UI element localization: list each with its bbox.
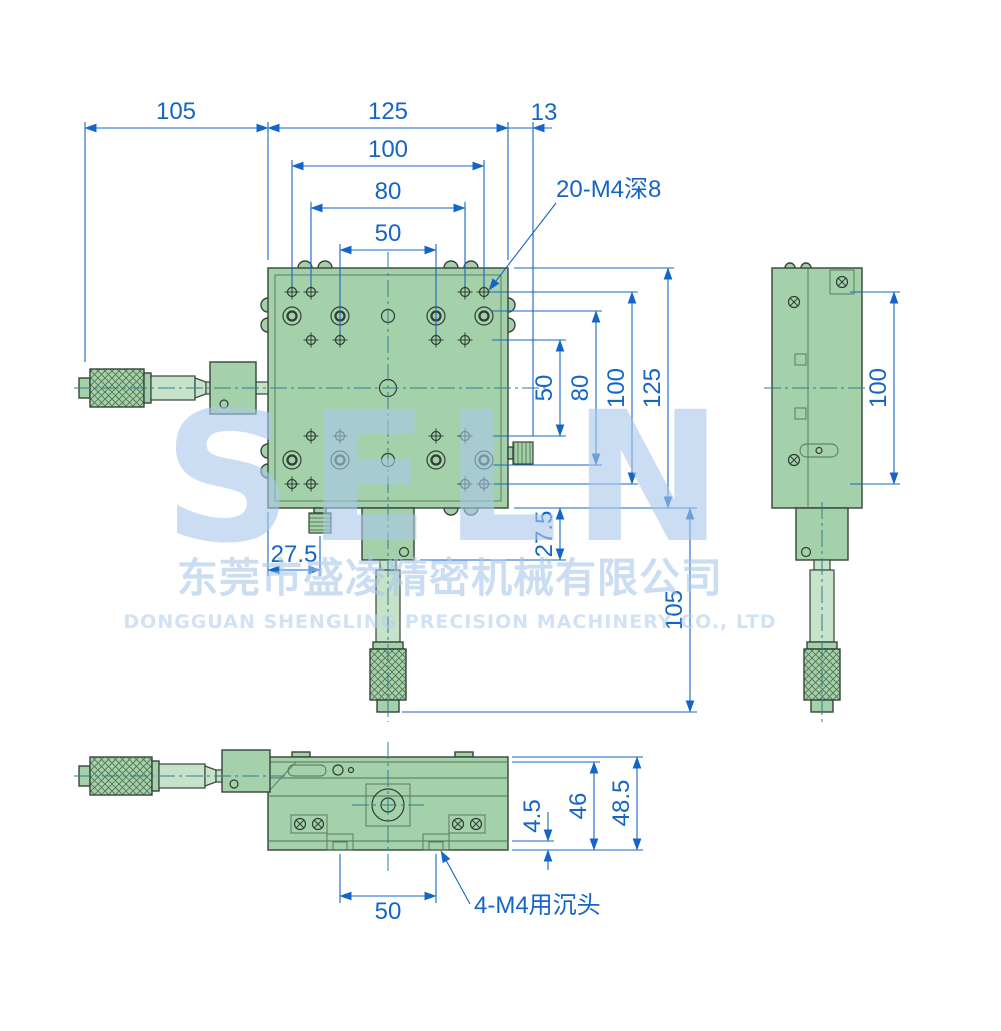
countersink-pockets (326, 833, 450, 851)
dim-13-top: 13 (531, 99, 558, 126)
front-view: 4.5 46 48.5 50 4-M4用沉头 (74, 742, 643, 925)
dim-100-side: 100 (865, 368, 892, 408)
countersink-label: 4-M4用沉头 (474, 892, 601, 919)
dim-27-5-right: 27.5 (531, 511, 558, 558)
watermark-company-cn: 东莞市盛凌精密机械有限公司 (177, 554, 723, 602)
adjust-slot (799, 443, 839, 458)
dim-50-top: 50 (375, 220, 402, 247)
dim-27-5-bottom: 27.5 (271, 541, 318, 568)
dim-100-top: 100 (368, 136, 408, 163)
dim-105-top: 105 (156, 98, 196, 125)
lock-knob-bottom (308, 507, 332, 534)
dim-4-5: 4.5 (519, 799, 546, 832)
side-view: 100 (764, 262, 900, 722)
dim-50-right: 50 (531, 375, 558, 402)
dim-46: 46 (565, 793, 592, 820)
dim-48-5: 48.5 (608, 780, 635, 827)
holes-label: 20-M4深8 (556, 176, 661, 203)
countersink-label-leader (440, 850, 471, 905)
mount-bracket (221, 749, 271, 793)
watermark-company-en: DONGGUAN SHENGLING PRECISION MACHINERY C… (123, 611, 776, 633)
dim-125-top: 125 (368, 98, 408, 125)
dim-50-bottom: 50 (375, 898, 402, 925)
watermark-logo: SELN (163, 374, 737, 583)
front-view-dimensions: 4.5 46 48.5 50 4-M4用沉头 (339, 756, 643, 925)
holes-label-leader (488, 202, 557, 291)
lock-knob-right (507, 441, 534, 465)
top-view-dimensions: 105 125 13 100 80 50 50 80 100 125 27.5 … (84, 98, 697, 713)
dim-80-right: 80 (567, 375, 594, 402)
micrometer-x-front (78, 749, 271, 796)
dim-100-right: 100 (603, 368, 630, 408)
side-view-dimensions: 100 (850, 291, 900, 485)
watermark: SELN 东莞市盛凌精密机械有限公司 DONGGUAN SHENGLING PR… (123, 374, 776, 633)
dim-80-top: 80 (375, 178, 402, 205)
dim-125-right: 125 (639, 368, 666, 408)
top-view: 105 125 13 100 80 50 50 80 100 125 27.5 … (74, 98, 697, 722)
dim-105-right: 105 (661, 590, 688, 630)
